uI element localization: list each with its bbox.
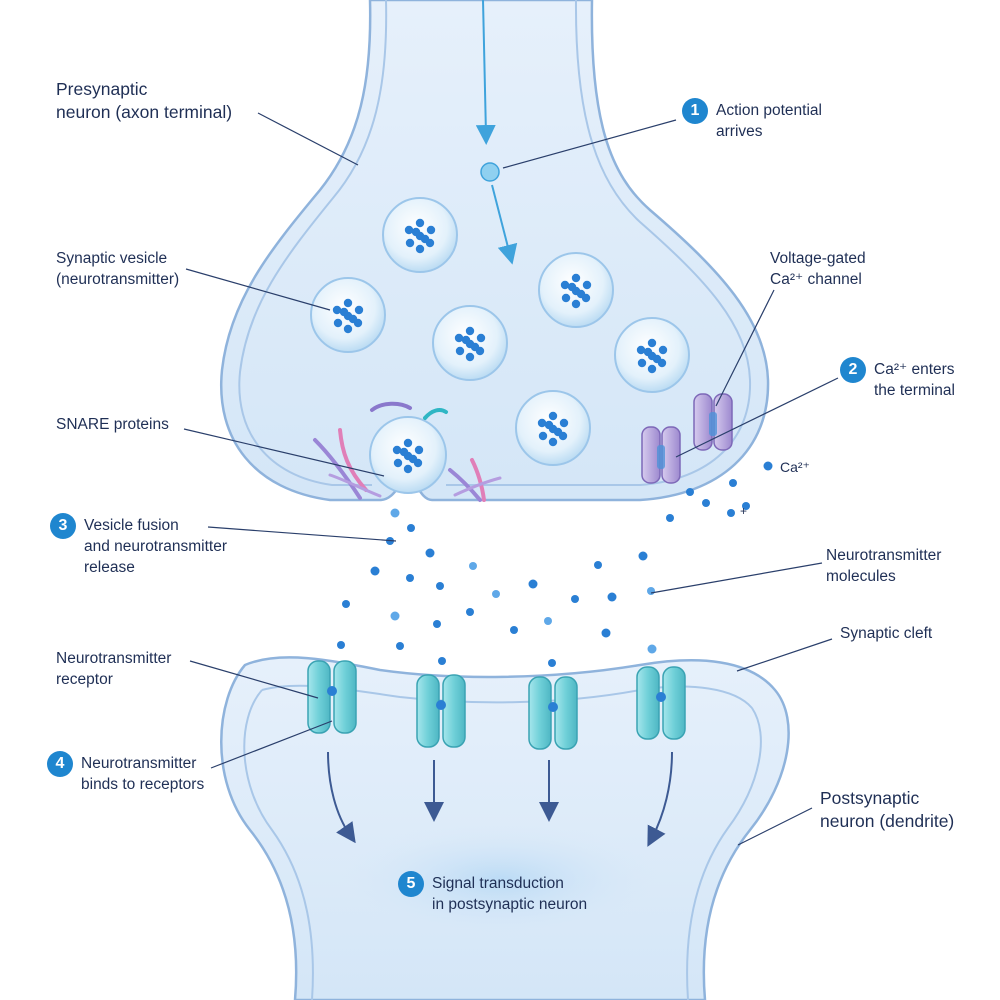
ca-channel	[693, 393, 733, 451]
signal-arrows	[327, 751, 673, 847]
snare-proteins-label: SNARE proteins	[56, 416, 169, 433]
neurotransmitter-molecule	[407, 524, 415, 532]
neurotransmitter-molecule	[528, 579, 538, 589]
neurotransmitter-molecule	[638, 551, 648, 561]
synaptic-vesicle	[369, 416, 447, 494]
neurotransmitter-molecule	[370, 566, 380, 576]
neurotransmitter-receptor	[416, 674, 466, 748]
neurotransmitter-molecule	[390, 508, 400, 518]
neurotransmitter-molecule	[337, 641, 345, 649]
neurotransmitter-receptor	[528, 676, 578, 750]
neurotransmitter-molecule	[647, 587, 655, 595]
neurotransmitter-molecule	[571, 595, 579, 603]
step-1-badge: 1	[682, 98, 708, 124]
action-potential-arrow-2	[491, 184, 518, 265]
neurotransmitter-receptor	[307, 660, 357, 734]
synaptic-vesicle	[310, 277, 386, 353]
ca-channels	[641, 393, 733, 484]
synaptic-vesicle	[382, 197, 458, 273]
step-4-badge: 4	[47, 751, 73, 777]
neurotransmitter-molecule	[469, 562, 477, 570]
neurotransmitter-receptor	[636, 666, 686, 740]
neurotransmitter-molecule	[342, 600, 350, 608]
presynaptic-membrane	[219, 0, 770, 502]
leader-lines	[183, 112, 839, 846]
neurotransmitter-molecule	[544, 617, 552, 625]
neurotransmitter-molecule	[406, 574, 414, 582]
action-potential-pulse	[480, 162, 500, 182]
ca-channel	[641, 426, 681, 484]
neurotransmitter-molecule	[396, 642, 404, 650]
step-2-badge: 2	[840, 357, 866, 383]
neurotransmitter-molecule	[548, 659, 556, 667]
neurotransmitter-molecule	[438, 657, 446, 665]
synaptic-vesicle	[515, 390, 591, 466]
neurotransmitter-molecules	[337, 508, 657, 667]
neurotransmitter-molecule	[492, 590, 500, 598]
action-potential-arrow	[475, 0, 496, 145]
vesicles	[310, 197, 690, 494]
receptors	[307, 660, 686, 750]
ca-ion-plus: +	[740, 504, 747, 518]
neurotransmitter-molecule	[607, 592, 617, 602]
synaptic-vesicle	[614, 317, 690, 393]
step-5-badge: 5	[398, 871, 424, 897]
step-3-badge: 3	[50, 513, 76, 539]
neurotransmitter-molecule	[436, 582, 444, 590]
synaptic-cleft-label: Synaptic cleft	[840, 625, 933, 642]
neurotransmitter-molecule	[390, 611, 400, 621]
ca-ions	[666, 461, 773, 522]
ca-ion-label: Ca²⁺	[780, 459, 810, 475]
synaptic-vesicle	[432, 305, 508, 381]
neurotransmitter-molecule	[510, 626, 518, 634]
neurotransmitter-molecule	[425, 548, 435, 558]
neurotransmitter-molecule	[594, 561, 602, 569]
neurotransmitter-molecule	[601, 628, 611, 638]
neurotransmitter-molecule	[433, 620, 441, 628]
synaptic-vesicle-label: Synaptic vesicle(neurotransmitter)	[56, 250, 180, 288]
snare-proteins	[313, 401, 502, 502]
synaptic-vesicle	[538, 252, 614, 328]
neurotransmitter-molecule	[647, 644, 657, 654]
neurotransmitter-molecule	[466, 608, 474, 616]
presynaptic-inner-membrane	[238, 0, 752, 486]
signal-glow	[330, 820, 670, 940]
